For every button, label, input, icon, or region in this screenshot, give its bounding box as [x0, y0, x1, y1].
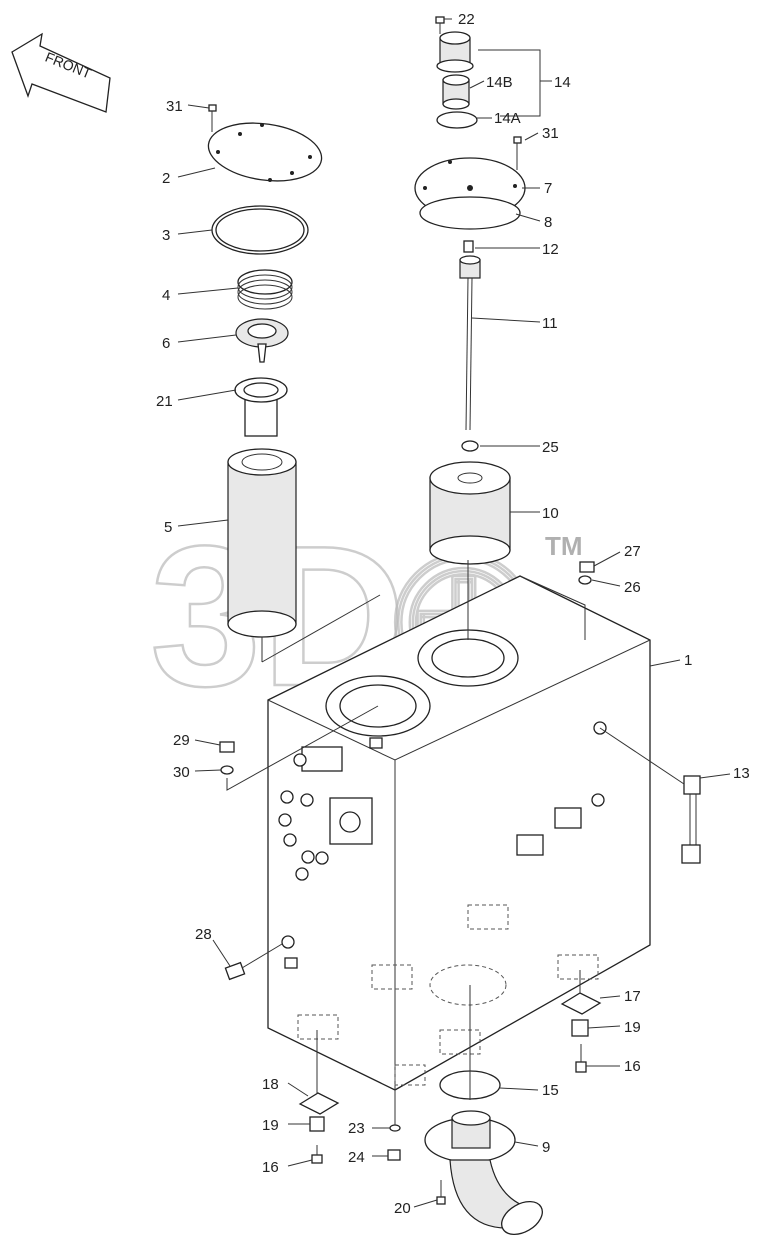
- callout-3: 3: [162, 227, 170, 244]
- sensor-28: [224, 961, 246, 981]
- callout-30: 30: [173, 764, 190, 781]
- bushing-21: [234, 377, 288, 437]
- breather-cap-14: [436, 31, 474, 73]
- callout-23: 23: [348, 1120, 365, 1137]
- callout-9: 9: [542, 1139, 550, 1156]
- plate-18: [298, 1092, 340, 1115]
- breather-and-suction-assembly: [414, 16, 526, 565]
- callout-2: 2: [162, 170, 170, 187]
- callout-10: 10: [542, 505, 559, 522]
- cushion-19-right: [571, 1019, 589, 1037]
- callout-1: 1: [684, 652, 692, 669]
- bolt-22: [435, 16, 445, 34]
- packing-8: [419, 196, 521, 230]
- bottom-parts: [219, 561, 602, 1236]
- callout-12: 12: [542, 241, 559, 258]
- callout-13: 13: [733, 765, 750, 782]
- callout-4: 4: [162, 287, 170, 304]
- callout-14a: 14A: [494, 110, 521, 127]
- valve-6: [235, 318, 289, 363]
- plate-17: [560, 992, 602, 1015]
- callout-21: 21: [156, 393, 173, 410]
- plug-24: [387, 1149, 401, 1161]
- front-direction-arrow: FRONT: [11, 32, 111, 113]
- rod-11: [459, 255, 481, 431]
- callout-29: 29: [173, 732, 190, 749]
- bolt-31-right: [513, 136, 522, 170]
- callout-17: 17: [624, 988, 641, 1005]
- callout-5: 5: [164, 519, 172, 536]
- screw-12: [463, 240, 474, 253]
- callout-19-right: 19: [624, 1019, 641, 1036]
- callout-24: 24: [348, 1149, 365, 1166]
- gasket-14a: [436, 111, 478, 129]
- level-gauge-13: [681, 775, 701, 864]
- cushion-19-left: [309, 1116, 325, 1132]
- callout-18: 18: [262, 1076, 279, 1093]
- callout-25: 25: [542, 439, 559, 456]
- bolt-16-left: [311, 1145, 323, 1164]
- nut-25: [461, 440, 479, 452]
- callout-labels: 31 2 3 4 6 21 5 22 14B 14 14A 31 7 8 12 …: [156, 11, 750, 1217]
- callout-22: 22: [458, 11, 475, 28]
- callout-28: 28: [195, 926, 212, 943]
- cover-2: [207, 122, 323, 182]
- fittings-26-27: [578, 561, 595, 585]
- callout-19-left: 19: [262, 1117, 279, 1134]
- callout-27: 27: [624, 543, 641, 560]
- bolt-16-right: [575, 1044, 587, 1073]
- callout-26: 26: [624, 579, 641, 596]
- fittings-29-30: [219, 741, 235, 775]
- return-filter-assembly: [207, 104, 323, 662]
- callout-8: 8: [544, 214, 552, 231]
- bolt-20: [436, 1180, 446, 1205]
- filter-element-5: [227, 448, 297, 662]
- spring-4: [237, 269, 293, 310]
- bolt-31-left: [208, 104, 217, 132]
- callout-7: 7: [544, 180, 552, 197]
- callout-31-left: 31: [166, 98, 183, 115]
- callout-20: 20: [394, 1200, 411, 1217]
- callout-15: 15: [542, 1082, 559, 1099]
- leader-lines: [177, 18, 731, 1208]
- tank-1: [267, 575, 651, 1091]
- callout-6: 6: [162, 335, 170, 352]
- watermark-trademark: TM: [545, 531, 583, 561]
- callout-16-right: 16: [624, 1058, 641, 1075]
- callout-16-left: 16: [262, 1159, 279, 1176]
- suction-pipe-9: [424, 1110, 543, 1236]
- callout-11: 11: [542, 315, 558, 332]
- suction-strainer-10: [429, 461, 511, 565]
- callout-31-right: 31: [542, 125, 559, 142]
- callout-14b: 14B: [486, 74, 513, 91]
- callout-14: 14: [554, 74, 571, 91]
- breather-element-14b: [442, 74, 470, 110]
- washer-23: [389, 1124, 401, 1132]
